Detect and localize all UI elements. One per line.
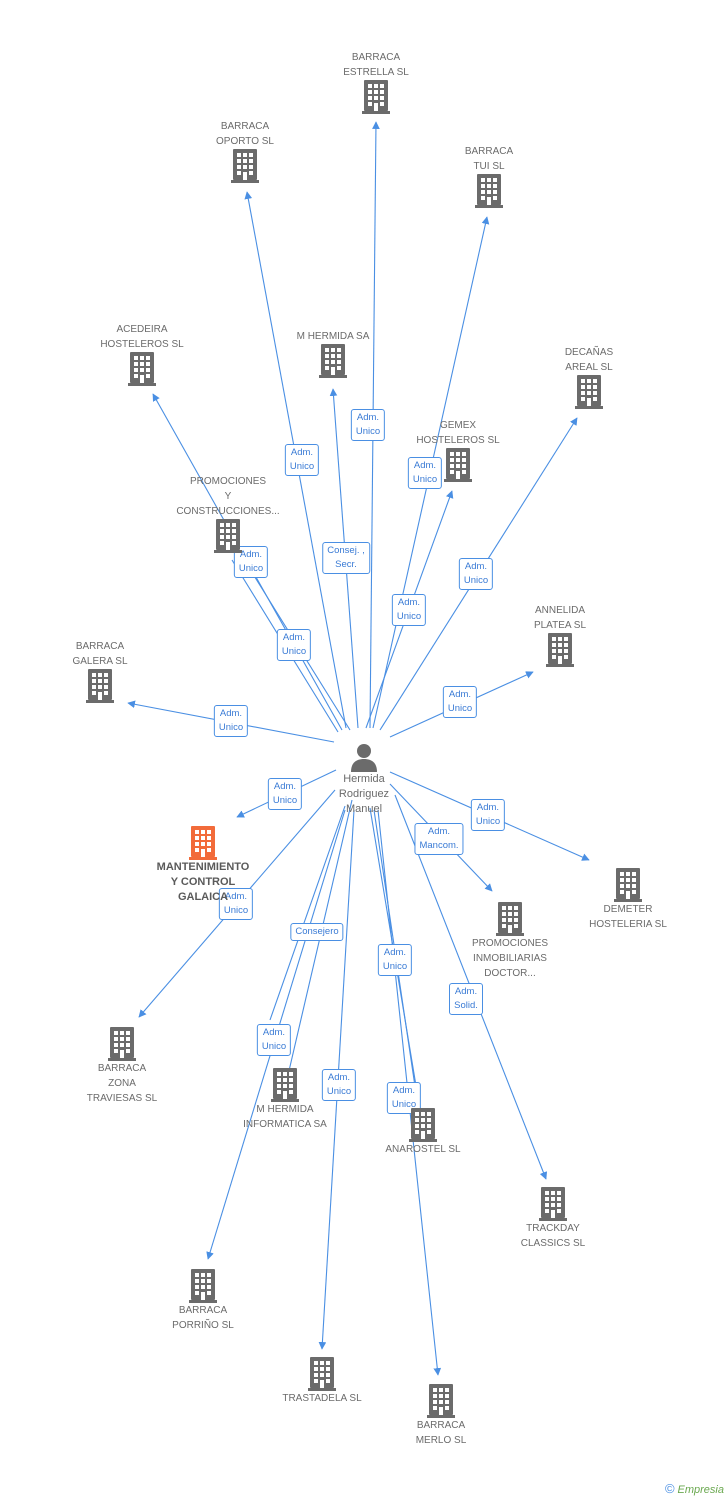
person-name: Hermida Rodriguez Manuel [338,773,390,815]
footer: ©Empresia [665,1481,724,1496]
building-icon [427,1384,455,1418]
company-name: TRACKDAY CLASSICS SL [520,1223,586,1249]
company-name: BARRACA ESTRELLA SL [343,52,409,78]
company-node-acedeira[interactable]: ACEDEIRA HOSTELEROS SL [72,322,212,386]
building-icon [271,1068,299,1102]
relation-label-tui: Adm. Unico [407,457,443,489]
company-node-trastadela[interactable]: TRASTADELA SL [252,1357,392,1406]
person-icon [351,744,377,772]
building-icon [575,375,603,409]
company-node-promociones[interactable]: PROMOCIONES Y CONSTRUCCIONES... [158,474,298,553]
company-name: PROMOCIONES Y CONSTRUCCIONES... [176,476,280,517]
relation-label-zona: Adm. Unico [218,888,254,920]
building-icon [231,149,259,183]
building-icon [128,352,156,386]
company-name: PROMOCIONES INMOBILIARIAS DOCTOR... [471,938,549,979]
company-node-merlo[interactable]: BARRACA MERLO SL [371,1384,511,1448]
company-node-oporto[interactable]: BARRACA OPORTO SL [175,119,315,183]
company-node-trackday[interactable]: TRACKDAY CLASSICS SL [483,1187,623,1251]
company-node-informatica[interactable]: M HERMIDA INFORMATICA SA [215,1068,355,1132]
company-node-estrella[interactable]: BARRACA ESTRELLA SL [306,50,446,114]
company-name: M HERMIDA INFORMATICA SA [243,1104,327,1130]
building-icon [108,1027,136,1061]
company-node-demeter[interactable]: DEMETER HOSTELERIA SL [558,868,698,932]
edge-line-informatica-2 [269,805,346,1021]
relation-label-porrino: Adm. Unico [256,1024,292,1056]
building-icon [189,826,217,860]
building-icon [539,1187,567,1221]
company-name: DEMETER HOSTELERIA SL [589,904,667,930]
relation-label-trackday: Adm. Solid. [449,983,483,1015]
company-node-annelida[interactable]: ANNELIDA PLATEA SL [490,603,630,667]
company-node-tui[interactable]: BARRACA TUI SL [419,144,559,208]
company-node-decanas[interactable]: DECAÑAS AREAL SL [519,345,659,409]
company-name: ACEDEIRA HOSTELEROS SL [100,324,184,350]
brand-logo[interactable]: Empresia [677,1484,724,1496]
building-icon [362,80,390,114]
company-node-promdoctor[interactable]: PROMOCIONES INMOBILIARIAS DOCTOR... [440,902,580,981]
person-node[interactable]: Hermida Rodriguez Manuel [314,742,414,817]
company-name: TRASTADELA SL [282,1393,362,1404]
company-node-mhermida[interactable]: M HERMIDA SA [263,329,403,378]
company-name: BARRACA ZONA TRAVIESAS SL [86,1063,158,1104]
building-icon [214,519,242,553]
relation-label-anarostel: Adm. Unico [377,944,413,976]
edge-informatica [284,799,353,1089]
relation-label-galera: Adm. Unico [213,705,249,737]
company-name: BARRACA GALERA SL [72,641,128,667]
company-name: DECAÑAS AREAL SL [564,347,614,373]
copyright-icon: © [664,1481,675,1496]
building-icon [614,868,642,902]
relation-label-promociones: Adm. Unico [276,629,312,661]
company-name: ANAROSTEL SL [385,1144,461,1155]
relation-label-promdoctor: Adm. Mancom. [414,823,464,855]
relation-label-estrella: Adm. Unico [350,409,386,441]
relation-label-trastadela: Adm. Unico [321,1069,357,1101]
company-name: M HERMIDA SA [296,331,370,342]
company-name: GEMEX HOSTELEROS SL [416,420,500,446]
building-icon [189,1269,217,1303]
company-name: BARRACA PORRIÑO SL [172,1305,234,1331]
company-name: ANNELIDA PLATEA SL [533,605,587,631]
building-icon [86,669,114,703]
relation-label-oporto: Adm. Unico [284,444,320,476]
relation-label-demeter: Adm. Unico [470,799,506,831]
company-name: BARRACA TUI SL [464,146,514,172]
building-icon [546,633,574,667]
relation-label-decanas: Adm. Unico [458,558,494,590]
company-name: MANTENIMIENTO Y CONTROL GALAICA [156,861,250,903]
building-icon [409,1108,437,1142]
building-icon [444,448,472,482]
building-icon [496,902,524,936]
company-node-galera[interactable]: BARRACA GALERA SL [30,639,170,703]
company-node-gemex[interactable]: GEMEX HOSTELEROS SL [388,418,528,482]
building-icon [319,344,347,378]
company-node-zona[interactable]: BARRACA ZONA TRAVIESAS SL [52,1027,192,1106]
relation-label-mhermida: Consej. , Secr. [322,542,370,574]
relation-label-mantenimiento: Adm. Unico [267,778,303,810]
building-icon [308,1357,336,1391]
relation-label-gemex: Adm. Unico [391,594,427,626]
company-name: BARRACA OPORTO SL [216,121,274,147]
company-node-anarostel[interactable]: ANAROSTEL SL [353,1108,493,1157]
company-node-porrino[interactable]: BARRACA PORRIÑO SL [133,1269,273,1333]
company-name: BARRACA MERLO SL [415,1420,467,1446]
relation-label-annelida: Adm. Unico [442,686,478,718]
company-node-mantenimiento[interactable]: MANTENIMIENTO Y CONTROL GALAICA [133,826,273,905]
relation-label-informatica: Consejero [290,923,344,941]
building-icon [475,174,503,208]
